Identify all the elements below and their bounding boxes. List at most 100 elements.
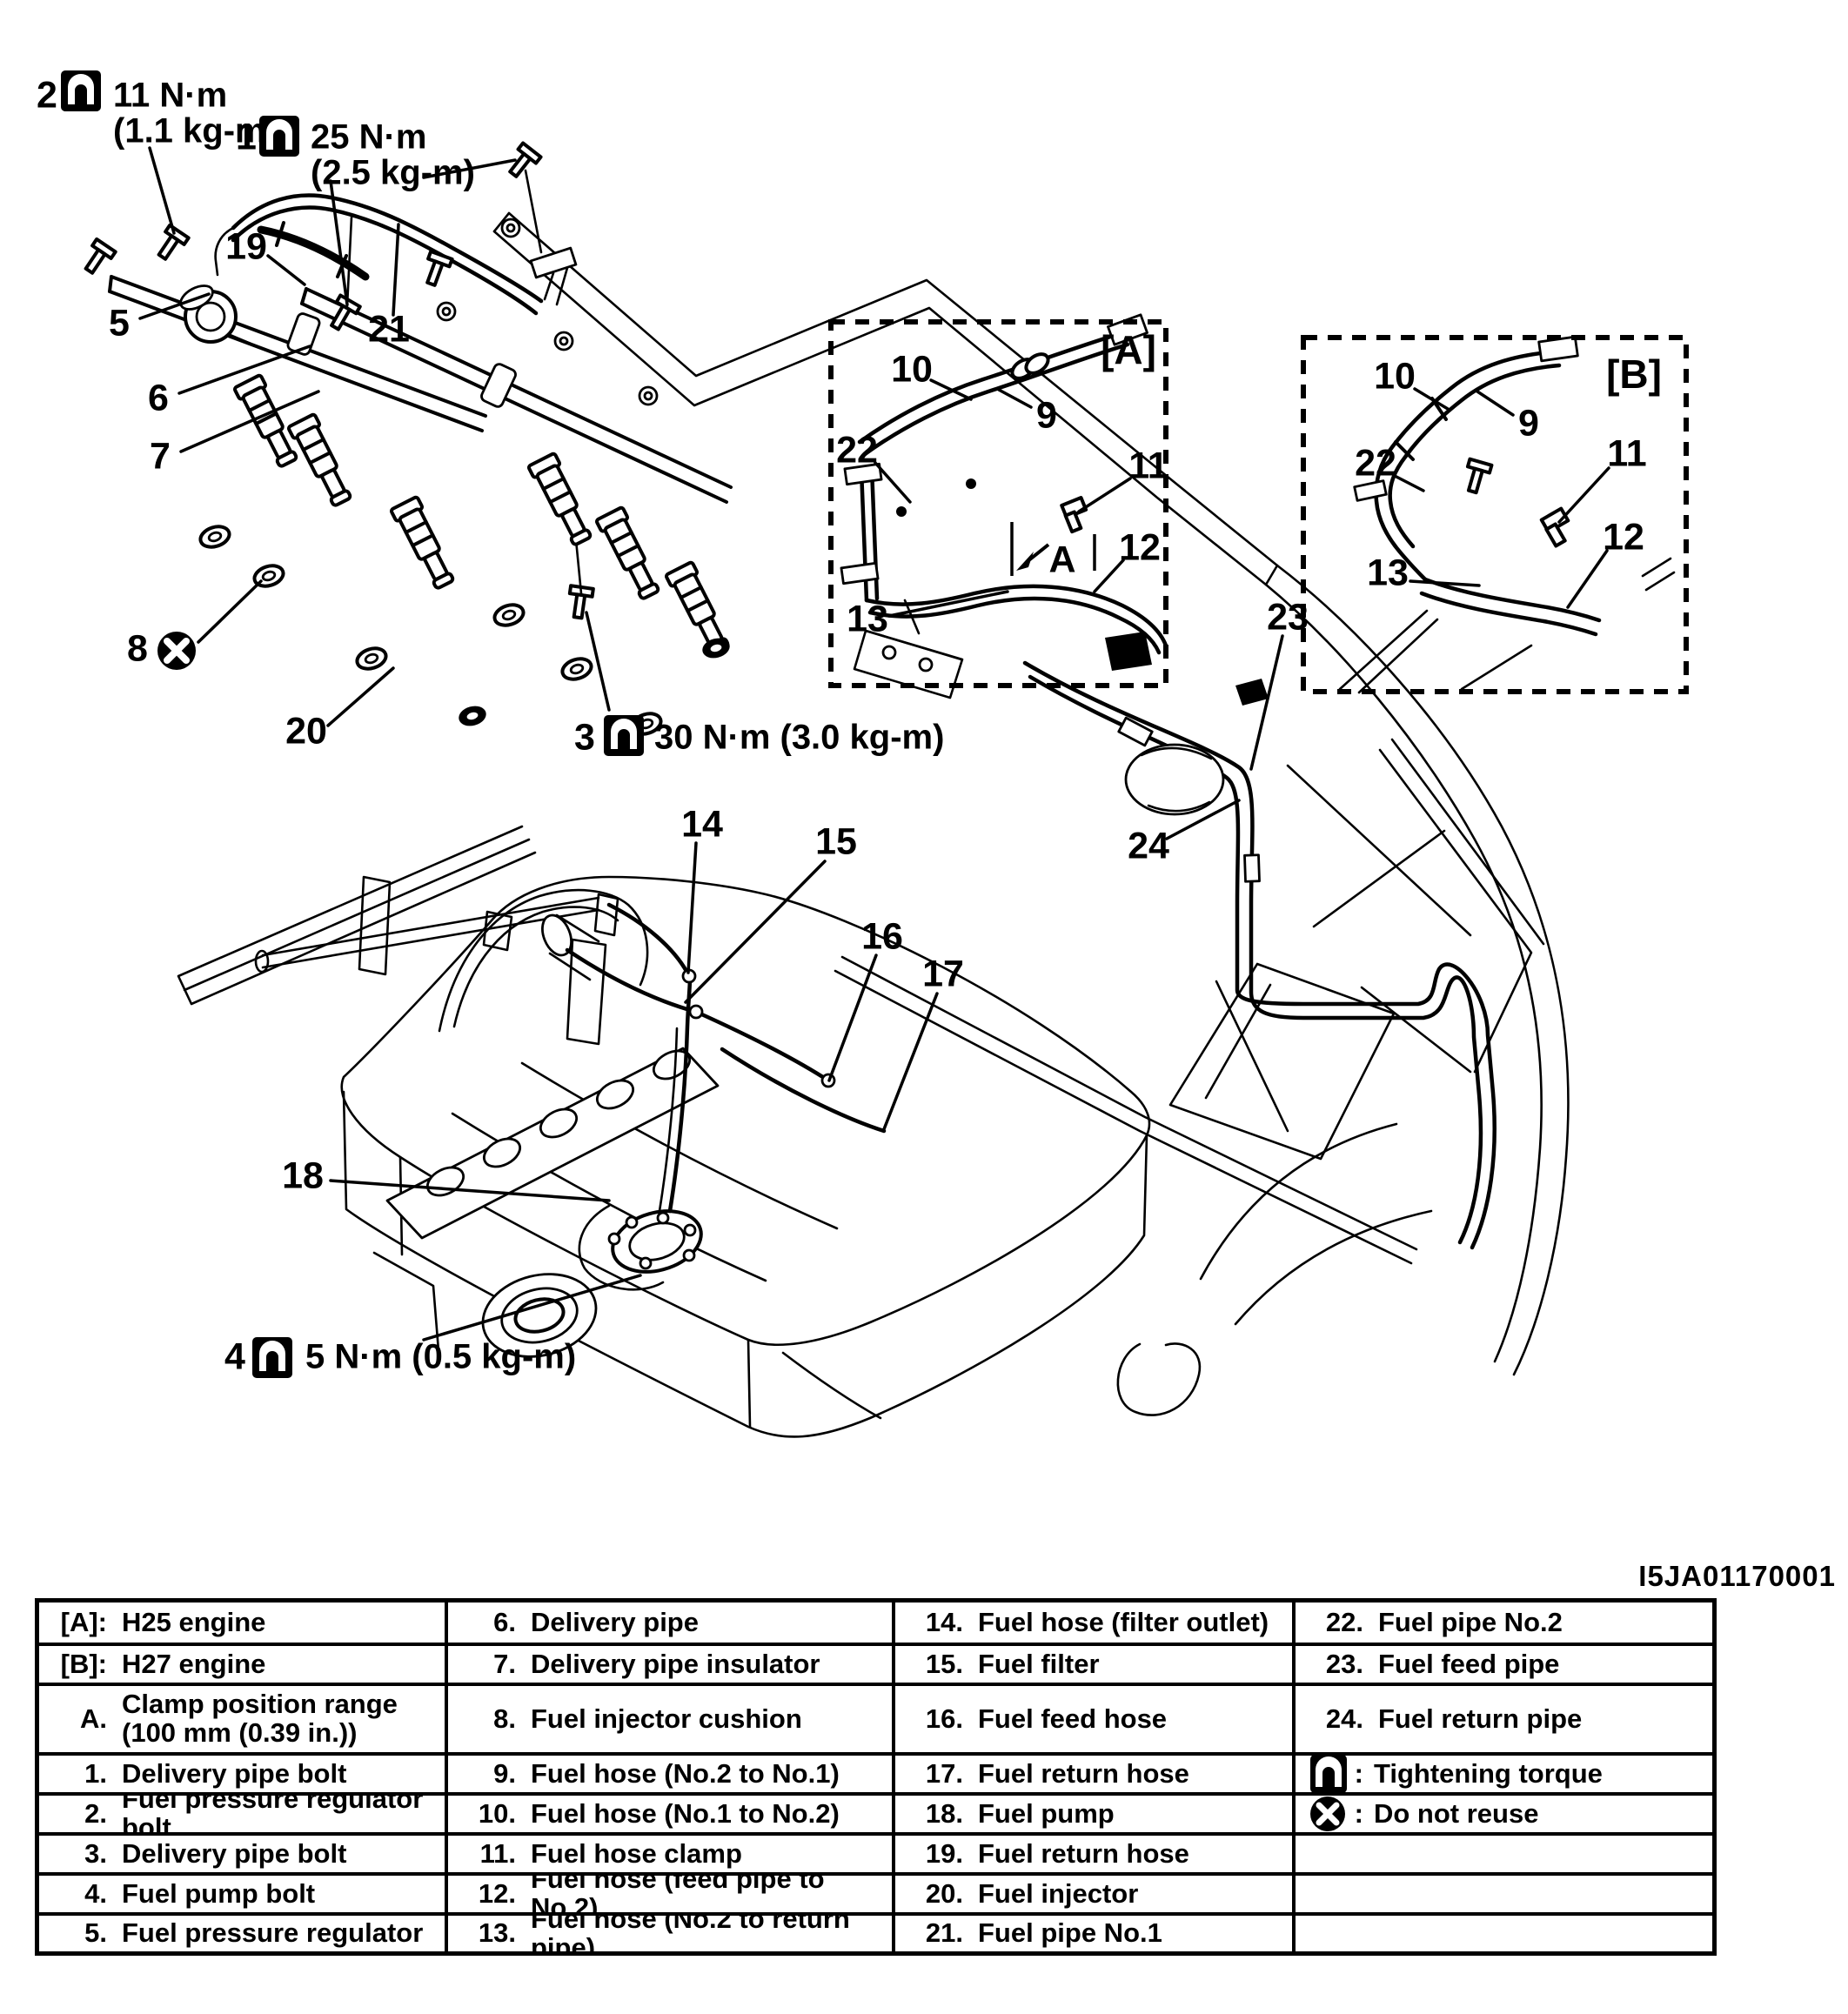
leader-line: [1557, 466, 1610, 524]
torque-value: 25 N·m: [311, 118, 426, 157]
fuel-rail-assembly: [77, 141, 735, 739]
part-name: Do not reuse: [1374, 1797, 1539, 1829]
torque-number: 2: [37, 74, 57, 116]
part-name: Tightening torque: [1374, 1757, 1603, 1789]
leader-line: [422, 158, 517, 179]
part-name: Fuel pipe No.1: [978, 1917, 1162, 1949]
part-name: Delivery pipe: [531, 1606, 699, 1637]
tightening-torque-icon: [1309, 1756, 1347, 1792]
table-cell: 14.Fuel hose (filter outlet): [895, 1603, 1292, 1643]
part-number: [A]:: [60, 1606, 107, 1637]
table-cell: [B]: H27 engine: [39, 1643, 445, 1683]
torque-value: 30 N·m (3.0 kg-m): [654, 719, 944, 757]
table-cell: 20.Fuel injector: [895, 1872, 1292, 1912]
table-cell: 7.Delivery pipe insulator: [448, 1643, 892, 1683]
part-number: 7.: [493, 1648, 516, 1679]
leader-line: [686, 841, 698, 974]
table-cell: 24.Fuel return pipe: [1296, 1683, 1712, 1752]
callout-22: 22: [1355, 442, 1396, 484]
part-number: 4.: [84, 1877, 107, 1909]
leader-line: [329, 1179, 611, 1202]
part-number: 11.: [479, 1837, 516, 1869]
part-name: Fuel feed pipe: [1378, 1648, 1560, 1679]
part-number: 23.: [1325, 1648, 1363, 1679]
part-number: 22.: [1325, 1606, 1363, 1637]
leader-line: [1413, 387, 1450, 411]
leader-line: [1093, 559, 1125, 593]
do-not-reuse-icon: [1309, 1796, 1347, 1832]
leader-line: [422, 1274, 642, 1342]
part-number: 9.: [493, 1757, 516, 1789]
leader-line: [874, 461, 912, 504]
table-cell: 10.Fuel hose (No.1 to No.2): [448, 1792, 892, 1832]
part-number: [B]:: [60, 1648, 107, 1679]
callout-18: 18: [282, 1154, 324, 1196]
table-cell: 8. Fuel injector cushion: [448, 1683, 892, 1752]
part-number: 3.: [84, 1837, 107, 1869]
callout-11: 11: [1128, 445, 1168, 486]
leader-line: [1393, 474, 1425, 492]
part-number: 8.: [493, 1703, 516, 1734]
callout-13: 13: [1367, 552, 1409, 593]
callout-14: 14: [681, 803, 723, 845]
dimension-label: A: [1048, 539, 1075, 580]
part-number: 15.: [925, 1648, 963, 1679]
part-number: 10.: [478, 1797, 516, 1829]
inset-box-b: [1301, 335, 1689, 694]
table-cell: [A]:H25 engine: [39, 1603, 445, 1643]
part-name: Fuel injector cushion: [531, 1703, 802, 1734]
table-cell: 15.Fuel filter: [895, 1643, 1292, 1683]
leader-line: [266, 254, 306, 286]
part-number: 18.: [925, 1797, 963, 1829]
part-name: Delivery pipe bolt: [122, 1837, 347, 1869]
leader-line: [1476, 390, 1515, 417]
callout-23: 23: [1267, 596, 1309, 638]
tightening-torque-icon: [61, 70, 101, 111]
leader-line: [148, 146, 176, 235]
leader-line: [1077, 477, 1132, 513]
table-cell: [1296, 1872, 1712, 1912]
callout-13: 13: [847, 598, 888, 639]
part-name: Fuel pressure regulator bolt: [122, 1792, 424, 1832]
callout-8: 8: [127, 627, 148, 669]
callout-9: 9: [1036, 394, 1057, 436]
chassis-frame: [177, 825, 619, 1046]
part-name: Fuel feed hose: [978, 1703, 1168, 1734]
part-name: Fuel hose (No.2 to return pipe): [531, 1912, 850, 1951]
part-name: H27 engine: [122, 1648, 266, 1679]
table-cell: A.Clamp position range (100 mm (0.39 in.…: [39, 1683, 445, 1752]
table-cell: 1.Delivery pipe bolt: [39, 1752, 445, 1792]
part-name: Fuel hose clamp: [531, 1837, 742, 1869]
part-name: Fuel pump: [978, 1797, 1115, 1829]
table-cell: 9. Fuel hose (No.2 to No.1): [448, 1752, 892, 1792]
table-cell: 4.Fuel pump bolt: [39, 1872, 445, 1912]
inset-b-hoses: [1338, 335, 1676, 694]
table-cell: 5.Fuel pressure regulator: [39, 1912, 445, 1951]
table-cell: 17.Fuel return hose: [895, 1752, 1292, 1792]
callout-5: 5: [109, 302, 130, 344]
part-name: Fuel hose (feed pipe to No.2): [531, 1872, 825, 1912]
part-number: 17.: [925, 1757, 963, 1789]
table-cell: 2.Fuel pressure regulator bolt: [39, 1792, 445, 1832]
part-number: 5.: [84, 1917, 107, 1949]
figure-code: I5JA01170001: [1638, 1560, 1836, 1592]
part-number: 14.: [925, 1606, 963, 1637]
leader-line: [882, 992, 939, 1131]
dim-arrowhead: [1016, 552, 1034, 571]
table-cell: 18. Fuel pump: [895, 1792, 1292, 1832]
callout-6: 6: [148, 377, 169, 418]
part-number: 13.: [478, 1917, 516, 1949]
leader-line: [1409, 579, 1481, 587]
table-cell: 16.Fuel feed hose: [895, 1683, 1292, 1752]
torque-number: 1: [236, 116, 257, 157]
inset-label: [A]: [1101, 327, 1156, 372]
part-name: Clamp position range (100 mm (0.39 in.)): [122, 1689, 398, 1748]
table-cell: 23. Fuel feed pipe: [1296, 1643, 1712, 1683]
table-cell: 21.Fuel pipe No.1: [895, 1912, 1292, 1951]
part-name: Fuel hose (No.2 to No.1): [531, 1757, 840, 1789]
table-cell: :Do not reuse: [1296, 1792, 1712, 1832]
